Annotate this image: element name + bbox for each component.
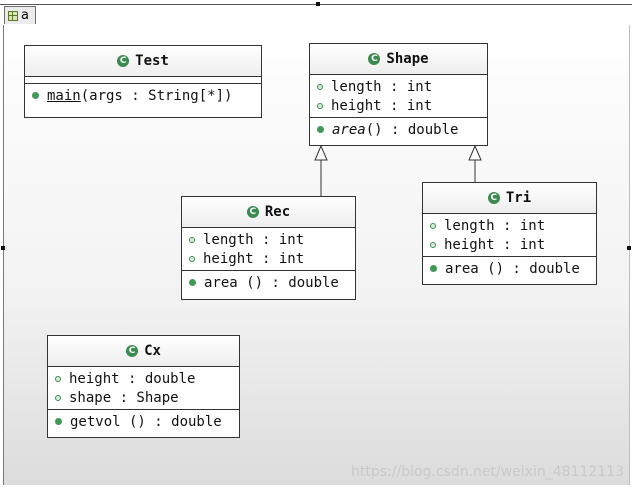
operation-row[interactable]: main(args : String[*]) xyxy=(32,86,261,105)
public-operation-icon xyxy=(430,265,437,272)
class-icon: C xyxy=(117,55,130,67)
class-icon: C xyxy=(487,192,500,204)
attribute-row[interactable]: shape : Shape xyxy=(55,388,239,407)
operations-compartment: getvol () : double xyxy=(48,410,239,433)
operations-compartment: area () : double xyxy=(310,118,487,141)
attribute-icon xyxy=(317,83,323,90)
class-cx[interactable]: C Cx height : double shape : Shape getvo… xyxy=(47,335,240,438)
attribute-text: height : double xyxy=(69,370,196,387)
operation-row[interactable]: area () : double xyxy=(317,120,487,139)
attribute-row[interactable]: height : int xyxy=(317,96,487,115)
attribute-text: height : int xyxy=(203,250,305,267)
class-shape[interactable]: C Shape length : int height : int area (… xyxy=(309,43,488,146)
attribute-icon xyxy=(55,375,61,382)
class-header: C Tri xyxy=(423,183,596,214)
operation-row[interactable]: getvol () : double xyxy=(55,412,239,431)
attribute-text: length : int xyxy=(444,217,546,234)
attribute-icon xyxy=(189,255,195,262)
attribute-icon xyxy=(430,222,436,229)
attribute-text: length : int xyxy=(203,231,305,248)
class-header: C Cx xyxy=(48,336,239,367)
public-operation-icon xyxy=(189,279,196,286)
operation-signature: () : double xyxy=(365,121,459,138)
attributes-compartment: length : int height : int xyxy=(182,228,355,271)
class-name: Tri xyxy=(505,190,532,206)
attributes-compartment xyxy=(25,77,261,84)
attribute-icon xyxy=(55,394,61,401)
operation-text: getvol () : double xyxy=(70,413,222,430)
attribute-text: height : int xyxy=(444,236,546,253)
diagram-tab-label: a xyxy=(21,8,29,23)
operation-row[interactable]: area () : double xyxy=(430,259,596,278)
operations-compartment: area () : double xyxy=(423,257,596,280)
attribute-row[interactable]: length : int xyxy=(317,77,487,96)
operation-signature: (args : String[*]) xyxy=(80,87,233,104)
public-operation-icon xyxy=(317,126,324,133)
attribute-row[interactable]: height : int xyxy=(189,249,355,268)
attribute-row[interactable]: length : int xyxy=(430,216,596,235)
attribute-row[interactable]: height : double xyxy=(55,369,239,388)
selection-handle[interactable] xyxy=(627,246,631,250)
attributes-compartment: length : int height : int xyxy=(423,214,596,257)
abstract-operation-name: area xyxy=(332,121,366,138)
attribute-icon xyxy=(317,102,323,109)
operation-name: main xyxy=(47,87,81,104)
watermark: https://blog.csdn.net/weixin_48112113 xyxy=(350,464,624,480)
class-icon: C xyxy=(126,345,139,357)
diagram-tab[interactable]: a xyxy=(4,6,36,24)
class-name: Cx xyxy=(144,343,161,359)
class-name: Test xyxy=(135,53,169,69)
selection-handle[interactable] xyxy=(316,2,320,6)
class-header: C Shape xyxy=(310,44,487,75)
attributes-compartment: length : int height : int xyxy=(310,75,487,118)
class-header: C Rec xyxy=(182,197,355,228)
attribute-text: shape : Shape xyxy=(69,389,179,406)
class-name: Rec xyxy=(264,204,291,220)
operations-compartment: area () : double xyxy=(182,271,355,294)
operation-text: area () : double xyxy=(445,260,580,277)
operations-compartment: main(args : String[*]) xyxy=(25,84,261,107)
attribute-row[interactable]: height : int xyxy=(430,235,596,254)
generalization-arrowhead-tri xyxy=(468,144,482,161)
attribute-text: height : int xyxy=(331,97,433,114)
public-operation-icon xyxy=(55,418,62,425)
operation-row[interactable]: area () : double xyxy=(189,273,355,292)
attribute-icon xyxy=(430,241,436,248)
class-header: C Test xyxy=(25,46,261,77)
package-icon xyxy=(8,10,18,21)
class-icon: C xyxy=(368,53,381,65)
class-tri[interactable]: C Tri length : int height : int area () … xyxy=(422,182,597,285)
attribute-text: length : int xyxy=(331,78,433,95)
attributes-compartment: height : double shape : Shape xyxy=(48,367,239,410)
public-operation-icon xyxy=(32,92,39,99)
selection-handle[interactable] xyxy=(1,246,5,250)
attribute-row[interactable]: length : int xyxy=(189,230,355,249)
attribute-icon xyxy=(189,236,195,243)
operation-text: area () : double xyxy=(204,274,339,291)
class-icon: C xyxy=(246,206,259,218)
generalization-arrowhead-rec xyxy=(314,144,328,161)
class-rec[interactable]: C Rec length : int height : int area () … xyxy=(181,196,356,300)
class-test[interactable]: C Test main(args : String[*]) xyxy=(24,45,262,118)
class-name: Shape xyxy=(386,51,429,67)
